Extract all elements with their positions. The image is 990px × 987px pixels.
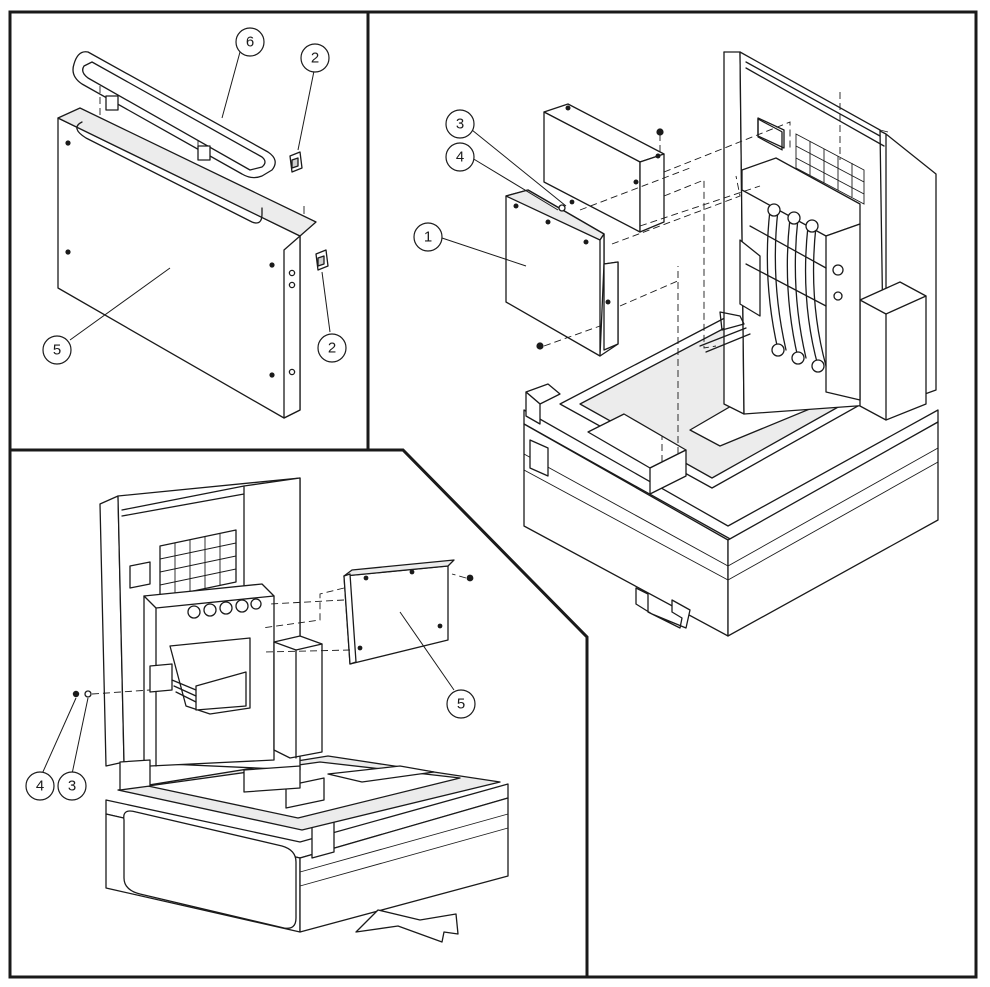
panel-right-cabinet-assembly: 3 4 1 [413, 51, 939, 637]
svg-text:6: 6 [246, 34, 254, 51]
clip-part-upper [289, 151, 303, 173]
door-vent-grid [757, 117, 865, 205]
lower-cabinet-base [105, 755, 509, 943]
panel-bottom-cabinet-assembly: 5 4 3 [25, 477, 509, 943]
callout-4-right: 4 [445, 142, 475, 172]
callout-3-bottom: 3 [57, 771, 87, 801]
clip-part-lower [315, 249, 329, 271]
svg-text:4: 4 [36, 778, 44, 795]
mounting-bracket-plate [505, 92, 841, 357]
panel-top-left-cover-assembly: 6 2 2 5 [42, 27, 347, 419]
lower-cabinet-door [99, 477, 323, 793]
callout-6: 6 [235, 27, 265, 57]
callout-2-lower: 2 [317, 333, 347, 363]
callout-5-bottom: 5 [446, 689, 476, 719]
callout-1-right: 1 [413, 222, 443, 252]
panel-borders [8, 10, 978, 979]
svg-text:3: 3 [456, 116, 464, 133]
callout-4-bottom: 4 [25, 771, 55, 801]
svg-text:5: 5 [53, 342, 61, 359]
terminal-block [699, 157, 861, 401]
cover-panel [57, 107, 317, 419]
callout-3-right: 3 [445, 109, 475, 139]
tray-bracket [587, 266, 687, 495]
handle-part [72, 51, 276, 179]
lower-cover-plate [261, 559, 474, 665]
callout-5-top-left: 5 [42, 335, 72, 365]
svg-text:2: 2 [328, 340, 336, 357]
callout-2-upper: 2 [300, 43, 330, 73]
svg-text:5: 5 [457, 696, 465, 713]
svg-text:4: 4 [456, 149, 464, 166]
svg-text:3: 3 [68, 778, 76, 795]
svg-text:2: 2 [311, 50, 319, 67]
svg-text:1: 1 [424, 229, 432, 246]
lower-door-vent-grid [129, 529, 237, 599]
